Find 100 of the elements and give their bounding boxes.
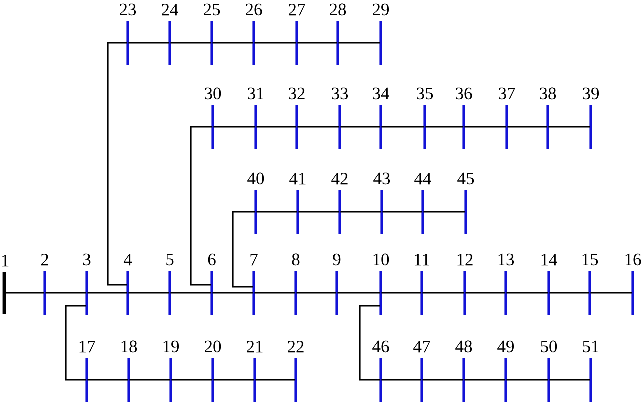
bus-number: 4 <box>124 254 132 266</box>
feeder-line <box>254 42 296 44</box>
bus-number: 32 <box>289 88 305 100</box>
feeder-line <box>256 126 296 128</box>
bus-number: 21 <box>247 341 263 353</box>
bus-number: 35 <box>417 88 434 100</box>
feeder-line <box>212 292 254 294</box>
feeder-line <box>172 379 212 381</box>
feeder-line <box>382 379 422 381</box>
bus-number: 36 <box>456 88 472 100</box>
feeder-line <box>422 379 464 381</box>
bus-number: 43 <box>374 172 390 185</box>
feeder-line <box>298 211 340 213</box>
feeder-line <box>190 126 212 286</box>
bus-number: 49 <box>498 340 514 353</box>
bus-number: 48 <box>456 340 472 353</box>
bus-number: 10 <box>374 254 390 266</box>
bus-number: 26 <box>246 4 262 16</box>
feeder-line <box>464 379 506 381</box>
feeder-line <box>256 211 298 213</box>
feeder-line <box>382 292 422 294</box>
bus-number: 51 <box>583 340 599 353</box>
feeder-line <box>506 292 548 294</box>
feeder-line <box>170 292 212 294</box>
bus-number: 40 <box>248 172 264 185</box>
feeder-line <box>254 292 296 294</box>
bus-number: 39 <box>583 88 600 100</box>
bus-number: 1 <box>2 255 9 267</box>
bus-number: 15 <box>582 254 598 266</box>
feeder-line <box>65 305 86 381</box>
bus-number: 45 <box>458 172 474 185</box>
bus-number: 37 <box>499 88 516 100</box>
bus-number: 17 <box>80 341 96 353</box>
bus-number: 25 <box>204 4 220 16</box>
bus-number: 8 <box>292 254 300 266</box>
bus-number: 9 <box>333 254 341 266</box>
bus-number: 46 <box>372 340 390 353</box>
feeder-line <box>340 126 380 128</box>
bus-number: 30 <box>205 88 222 100</box>
bus-number: 23 <box>120 4 136 16</box>
bus-number: 27 <box>289 4 306 16</box>
feeder-line <box>88 379 128 381</box>
bus-number: 50 <box>541 340 558 353</box>
bus-number: 41 <box>290 173 306 185</box>
feeder-line <box>88 292 128 294</box>
feeder-line <box>107 42 128 286</box>
feeder-line <box>232 211 256 288</box>
bus-number: 28 <box>330 4 346 16</box>
feeder-line <box>359 305 380 381</box>
bus-number: 12 <box>458 254 473 266</box>
feeder-line <box>214 126 256 128</box>
feeder-line <box>256 379 296 381</box>
feeder-line <box>508 126 548 128</box>
bus-number: 14 <box>542 254 558 266</box>
bus-number: 16 <box>626 254 642 266</box>
bus-number: 38 <box>540 88 556 100</box>
bus-number: 42 <box>332 173 348 185</box>
feeder-line <box>128 292 170 294</box>
feeder-line <box>466 292 506 294</box>
feeder-line <box>46 292 86 294</box>
feeder-line <box>506 379 548 381</box>
bus-number: 34 <box>373 88 390 100</box>
feeder-line <box>6 292 44 294</box>
bus-number: 20 <box>205 340 222 353</box>
bus-number: 44 <box>414 173 432 185</box>
feeder-line <box>338 292 380 294</box>
feeder-line <box>170 42 212 44</box>
feeder-line <box>464 126 506 128</box>
bus-number: 22 <box>288 341 304 353</box>
bus-number: 11 <box>415 254 430 266</box>
feeder-line <box>422 292 464 294</box>
feeder-line <box>298 42 338 44</box>
bus-number: 13 <box>498 254 514 266</box>
feeder-line <box>382 211 422 213</box>
feeder-line <box>212 42 254 44</box>
bus-number: 31 <box>248 88 264 100</box>
bus-number: 3 <box>83 254 91 266</box>
feeder-line <box>550 292 590 294</box>
feeder-line <box>340 211 382 213</box>
bus-number: 47 <box>414 341 430 353</box>
feeder-line <box>426 126 464 128</box>
feeder-line <box>214 379 254 381</box>
feeder-line <box>590 292 632 294</box>
bus-number: 18 <box>122 340 138 353</box>
bus-number: 19 <box>164 340 180 353</box>
bus-number: 2 <box>41 254 48 266</box>
feeder-line <box>382 126 424 128</box>
bus-number: 6 <box>208 254 216 266</box>
feeder-line <box>338 42 380 44</box>
feeder-line <box>424 211 466 213</box>
feeder-line <box>296 292 336 294</box>
bus-number: 33 <box>332 88 348 100</box>
bus-number: 24 <box>162 4 178 16</box>
feeder-line <box>550 379 590 381</box>
bus-number: 29 <box>373 4 390 16</box>
feeder-line <box>298 126 340 128</box>
feeder-line <box>128 42 170 44</box>
feeder-line <box>548 126 590 128</box>
bus-number: 5 <box>166 254 174 266</box>
feeder-line <box>130 379 170 381</box>
